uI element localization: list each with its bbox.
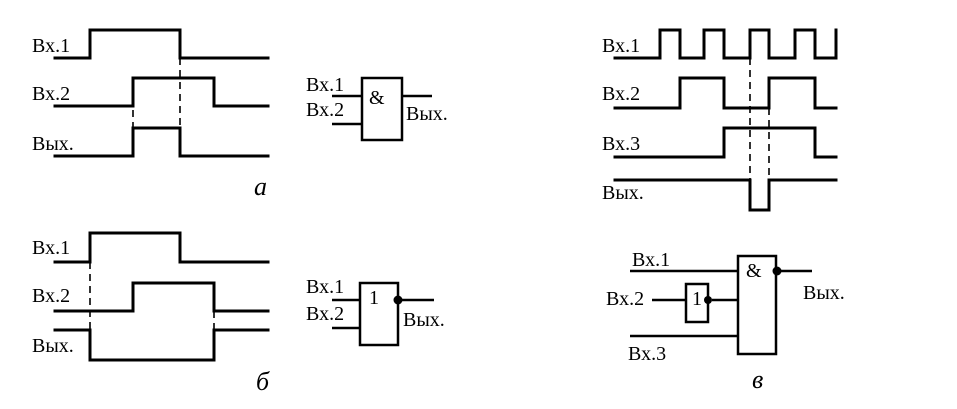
input-1-waveform — [613, 28, 838, 60]
panel-c: Вх.1 Вх.2 Вх.3 Вых. Вх.1 Вх.2 1 Вх.3 & — [602, 28, 845, 394]
input-1-label: Вх.1 — [32, 35, 70, 57]
input-1-label: Вх.1 — [602, 35, 640, 57]
inversion-bubble — [393, 295, 403, 305]
panel-a: Вх.1 Вх.2 Вых. Вх.1 Вх.2 & Вых. а — [32, 28, 448, 201]
gate-input-1-label: Вх.1 — [306, 74, 344, 96]
not-gate-symbol: 1 — [692, 288, 702, 310]
output-label: Вых. — [32, 335, 74, 357]
timing-diagram-b: Вх.1 Вх.2 Вых. — [32, 231, 270, 362]
inversion-bubble — [704, 296, 712, 304]
and-gate-body — [360, 76, 404, 142]
input-2-waveform — [53, 281, 270, 313]
input-2-label: Вх.2 — [32, 285, 70, 307]
and-gate-symbol: & — [369, 87, 385, 109]
or-gate-symbol: 1 — [369, 287, 379, 309]
panel-caption-c: в — [752, 365, 763, 394]
input-3-label: Вх.3 — [602, 133, 640, 155]
gate-input-2-label: Вх.2 — [306, 303, 344, 325]
nor-gate-b: Вх.1 Вх.2 1 Вых. — [306, 276, 445, 347]
timing-diagram-c: Вх.1 Вх.2 Вх.3 Вых. — [602, 28, 838, 212]
gate-input-3-label: Вх.3 — [628, 343, 666, 365]
output-label: Вых. — [602, 182, 644, 204]
gate-output-label: Вых. — [403, 309, 445, 331]
combined-gate-c: Вх.1 Вх.2 1 Вх.3 & Вых. — [606, 249, 845, 365]
input-2-waveform — [613, 76, 838, 110]
gate-input-2-label: Вх.2 — [306, 99, 344, 121]
timing-diagram-a: Вх.1 Вх.2 Вых. — [32, 28, 270, 158]
input-1-waveform — [53, 28, 270, 60]
or-gate-body — [358, 281, 400, 347]
panel-b: Вх.1 Вх.2 Вых. Вх.1 Вх.2 1 Вых. б — [32, 231, 445, 396]
input-2-label: Вх.2 — [602, 83, 640, 105]
panel-caption-a: а — [254, 172, 267, 201]
output-label: Вых. — [32, 133, 74, 155]
output-waveform — [613, 178, 838, 212]
and-gate-symbol: & — [746, 260, 762, 282]
input-1-waveform — [53, 231, 270, 264]
gate-input-1-label: Вх.1 — [306, 276, 344, 298]
gate-input-2-label: Вх.2 — [606, 288, 644, 310]
gate-output-label: Вых. — [406, 103, 448, 125]
output-waveform — [53, 328, 270, 362]
and-gate-a: Вх.1 Вх.2 & Вых. — [306, 74, 448, 142]
panel-caption-b: б — [256, 367, 270, 396]
input-2-label: Вх.2 — [32, 83, 70, 105]
gate-output-label: Вых. — [803, 282, 845, 304]
and-gate-body — [736, 254, 778, 356]
input-3-waveform — [613, 126, 838, 159]
inversion-bubble — [772, 266, 782, 276]
input-1-label: Вх.1 — [32, 237, 70, 259]
gate-input-1-label: Вх.1 — [632, 249, 670, 271]
output-waveform — [53, 126, 270, 158]
input-2-waveform — [53, 76, 270, 108]
